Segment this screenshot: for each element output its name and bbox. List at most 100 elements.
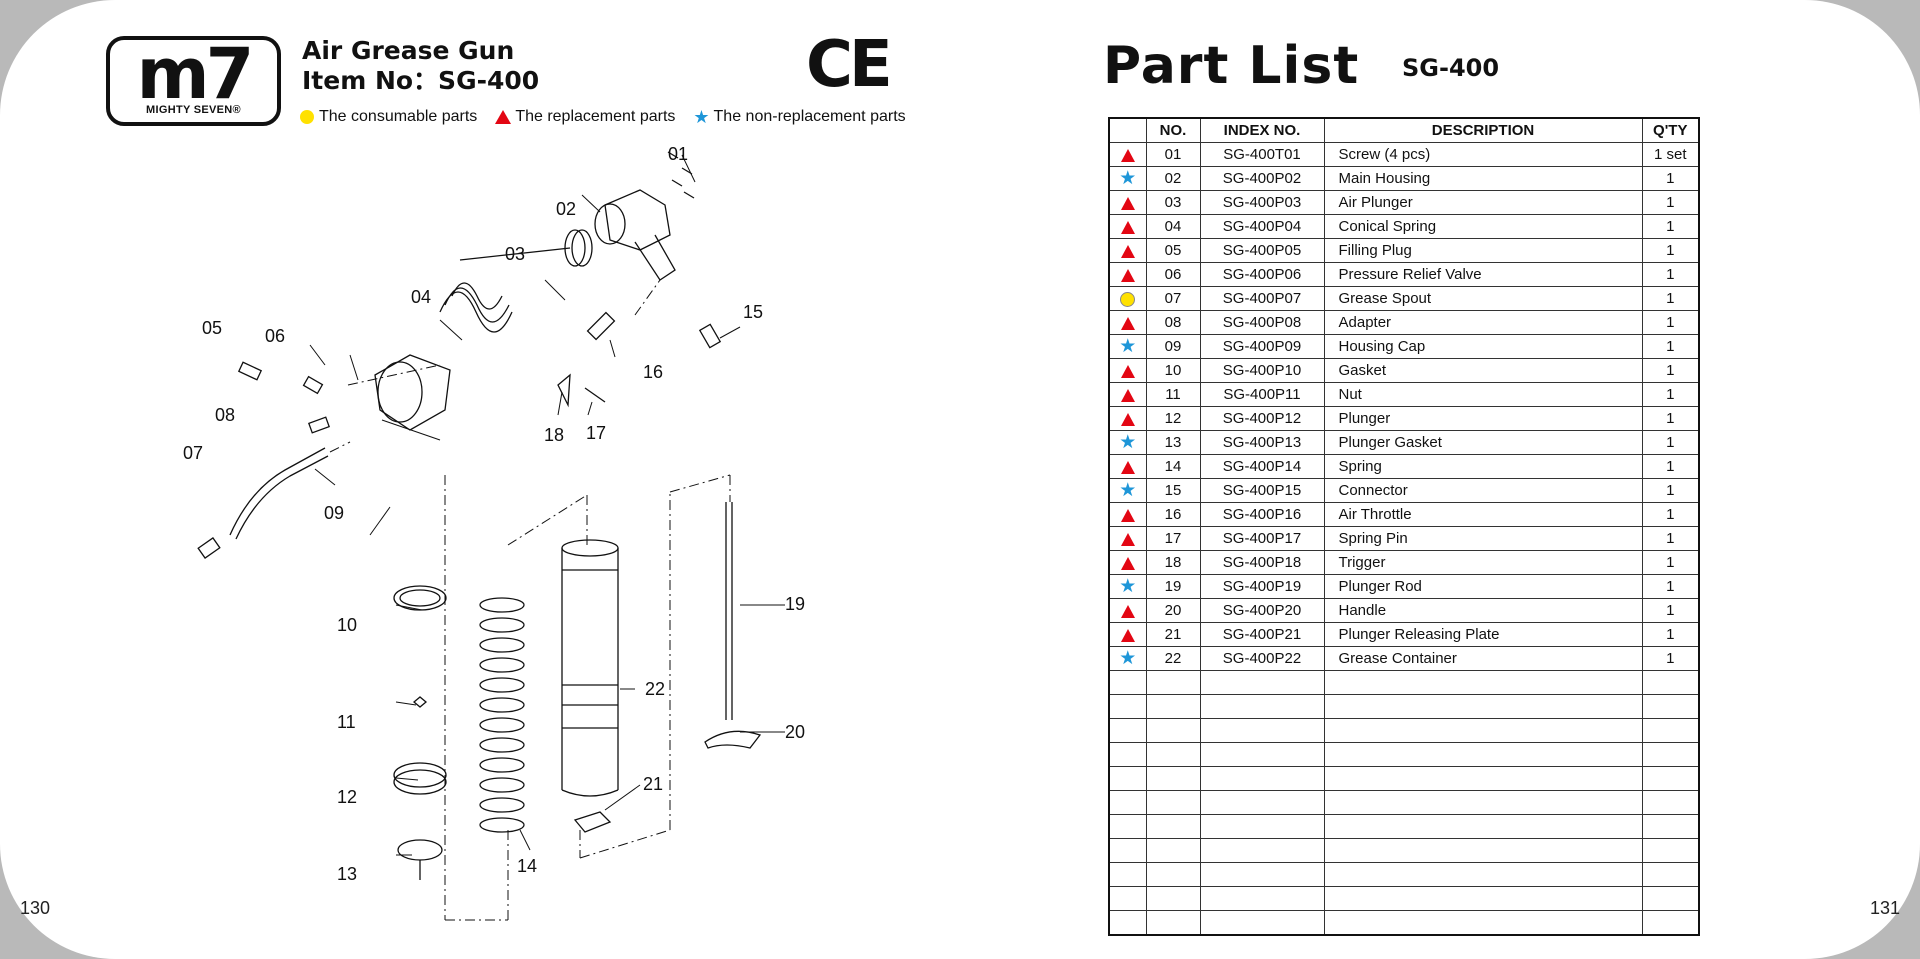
header-description: DESCRIPTION: [1323, 117, 1643, 143]
callout-14: 14: [517, 856, 537, 876]
header-marker: [1108, 117, 1147, 143]
table-row-blank: [1108, 862, 1700, 887]
row-index: SG-400P17: [1199, 526, 1325, 551]
callout-02: 02: [556, 199, 576, 219]
row-description: Plunger: [1323, 406, 1643, 431]
logo-mark: m7: [136, 33, 255, 115]
row-no: 08: [1145, 310, 1201, 335]
row-no: 02: [1145, 166, 1201, 191]
row-qty: 1: [1641, 526, 1700, 551]
row-description: Plunger Releasing Plate: [1323, 622, 1643, 647]
row-marker: ★: [1108, 646, 1147, 671]
row-qty: 1: [1641, 262, 1700, 287]
row-description: Grease Spout: [1323, 286, 1643, 311]
part-list-model: SG-400: [1402, 54, 1500, 82]
row-marker: [1108, 550, 1147, 575]
row-marker: ★: [1108, 334, 1147, 359]
red-triangle-icon: [1120, 628, 1135, 642]
red-triangle-icon: [1120, 244, 1135, 258]
row-description: Spring Pin: [1323, 526, 1643, 551]
row-no: 09: [1145, 334, 1201, 359]
row-no: 16: [1145, 502, 1201, 527]
exploded-view-diagram: 01 02 03 04 05 06 07 08 09 10 11 12 13 1…: [183, 144, 805, 921]
row-marker: [1108, 214, 1147, 239]
row-index: SG-400P11: [1199, 382, 1325, 407]
callout-16: 16: [643, 362, 663, 382]
row-index: SG-400P14: [1199, 454, 1325, 479]
row-marker: [1108, 502, 1147, 527]
m7-logo: m7 MIGHTY SEVEN®: [106, 36, 281, 126]
red-triangle-icon: [1120, 460, 1135, 474]
callout-08: 08: [215, 405, 235, 425]
yellow-circle-icon: [300, 110, 314, 124]
row-qty: 1: [1641, 238, 1700, 263]
row-index: SG-400P16: [1199, 502, 1325, 527]
red-triangle-icon: [1120, 508, 1135, 522]
callout-03: 03: [505, 244, 525, 264]
row-index: SG-400T01: [1199, 142, 1325, 167]
red-triangle-icon: [1120, 196, 1135, 210]
row-description: Pressure Relief Valve: [1323, 262, 1643, 287]
row-description: Nut: [1323, 382, 1643, 407]
red-triangle-icon: [1120, 388, 1135, 402]
row-description: Plunger Rod: [1323, 574, 1643, 599]
row-no: 05: [1145, 238, 1201, 263]
callout-01: 01: [668, 144, 688, 164]
table-row-blank: [1108, 814, 1700, 839]
row-index: SG-400P02: [1199, 166, 1325, 191]
blue-star-icon: ★: [693, 107, 710, 127]
product-item-number: Item No：SG-400: [302, 66, 540, 95]
red-triangle-icon: [1120, 316, 1135, 330]
row-index: SG-400P05: [1199, 238, 1325, 263]
row-qty: 1: [1641, 478, 1700, 503]
row-no: 22: [1145, 646, 1201, 671]
row-no: 12: [1145, 406, 1201, 431]
row-qty: 1: [1641, 406, 1700, 431]
row-marker: [1108, 310, 1147, 335]
row-marker: ★: [1108, 478, 1147, 503]
row-qty: 1: [1641, 286, 1700, 311]
row-description: Plunger Gasket: [1323, 430, 1643, 455]
page-number-left: 130: [20, 898, 51, 918]
row-qty: 1: [1641, 454, 1700, 479]
row-index: SG-400P06: [1199, 262, 1325, 287]
row-marker: ★: [1108, 574, 1147, 599]
row-description: Grease Container: [1323, 646, 1643, 671]
red-triangle-icon: [1120, 556, 1135, 570]
row-description: Air Throttle: [1323, 502, 1643, 527]
legend-replacement-label: The replacement parts: [515, 108, 676, 125]
row-index: SG-400P13: [1199, 430, 1325, 455]
row-qty: 1: [1641, 382, 1700, 407]
row-qty: 1: [1641, 622, 1700, 647]
row-qty: 1 set: [1641, 142, 1700, 167]
row-qty: 1: [1641, 310, 1700, 335]
row-index: SG-400P03: [1199, 190, 1325, 215]
logo-subtitle: MIGHTY SEVEN®: [146, 104, 241, 116]
legend-replacement: The replacement parts: [495, 108, 675, 126]
row-index: SG-400P07: [1199, 286, 1325, 311]
row-qty: 1: [1641, 190, 1700, 215]
row-no: 04: [1145, 214, 1201, 239]
row-no: 07: [1145, 286, 1201, 311]
callout-05: 05: [202, 318, 222, 338]
row-description: Spring: [1323, 454, 1643, 479]
table-row-blank: [1108, 790, 1700, 815]
product-title: Air Grease Gun: [302, 36, 515, 65]
row-no: 21: [1145, 622, 1201, 647]
row-no: 13: [1145, 430, 1201, 455]
